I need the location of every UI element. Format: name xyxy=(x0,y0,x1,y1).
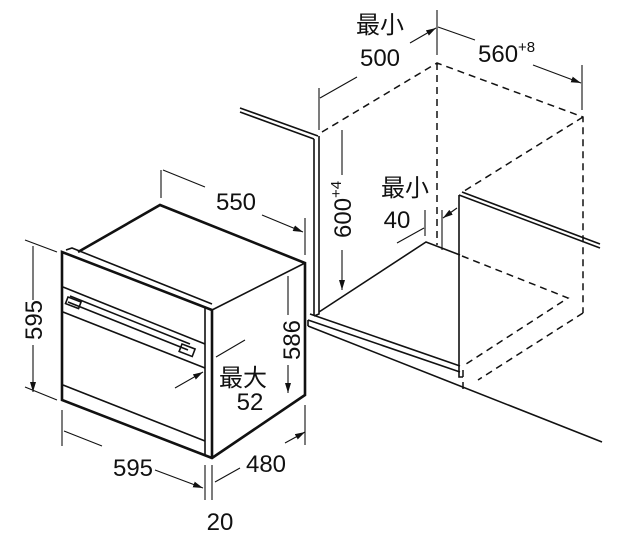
oven-width-label: 595 xyxy=(113,455,153,482)
gap-value-label: 40 xyxy=(384,207,411,234)
cabinet-width-label: 560+8 xyxy=(478,39,535,68)
oven-height-label: 595 xyxy=(21,300,48,340)
cabinet-height-tolerance: +4 xyxy=(328,181,345,198)
handle-depth-label: 52 xyxy=(237,389,264,416)
cabinet-min-label: 最小 xyxy=(356,12,404,39)
gap-min-label: 最小 xyxy=(381,175,429,202)
dimension-lines xyxy=(25,10,582,500)
oven-body-width-label: 480 xyxy=(246,451,286,478)
oven-depth-label: 550 xyxy=(216,189,256,216)
cabinet-width-value: 560 xyxy=(478,41,518,68)
oven-body-height-label: 586 xyxy=(279,320,306,360)
cabinet-depth-label: 500 xyxy=(360,45,400,72)
cabinet-height-value: 600 xyxy=(330,198,357,238)
oven-drawing xyxy=(60,203,307,460)
front-panel-label: 20 xyxy=(207,509,234,536)
handle-max-label: 最大 xyxy=(219,365,267,392)
cabinet-drawing xyxy=(239,62,603,443)
cabinet-height-label: 600+4 xyxy=(328,181,357,238)
cabinet-width-tolerance: +8 xyxy=(518,39,535,56)
